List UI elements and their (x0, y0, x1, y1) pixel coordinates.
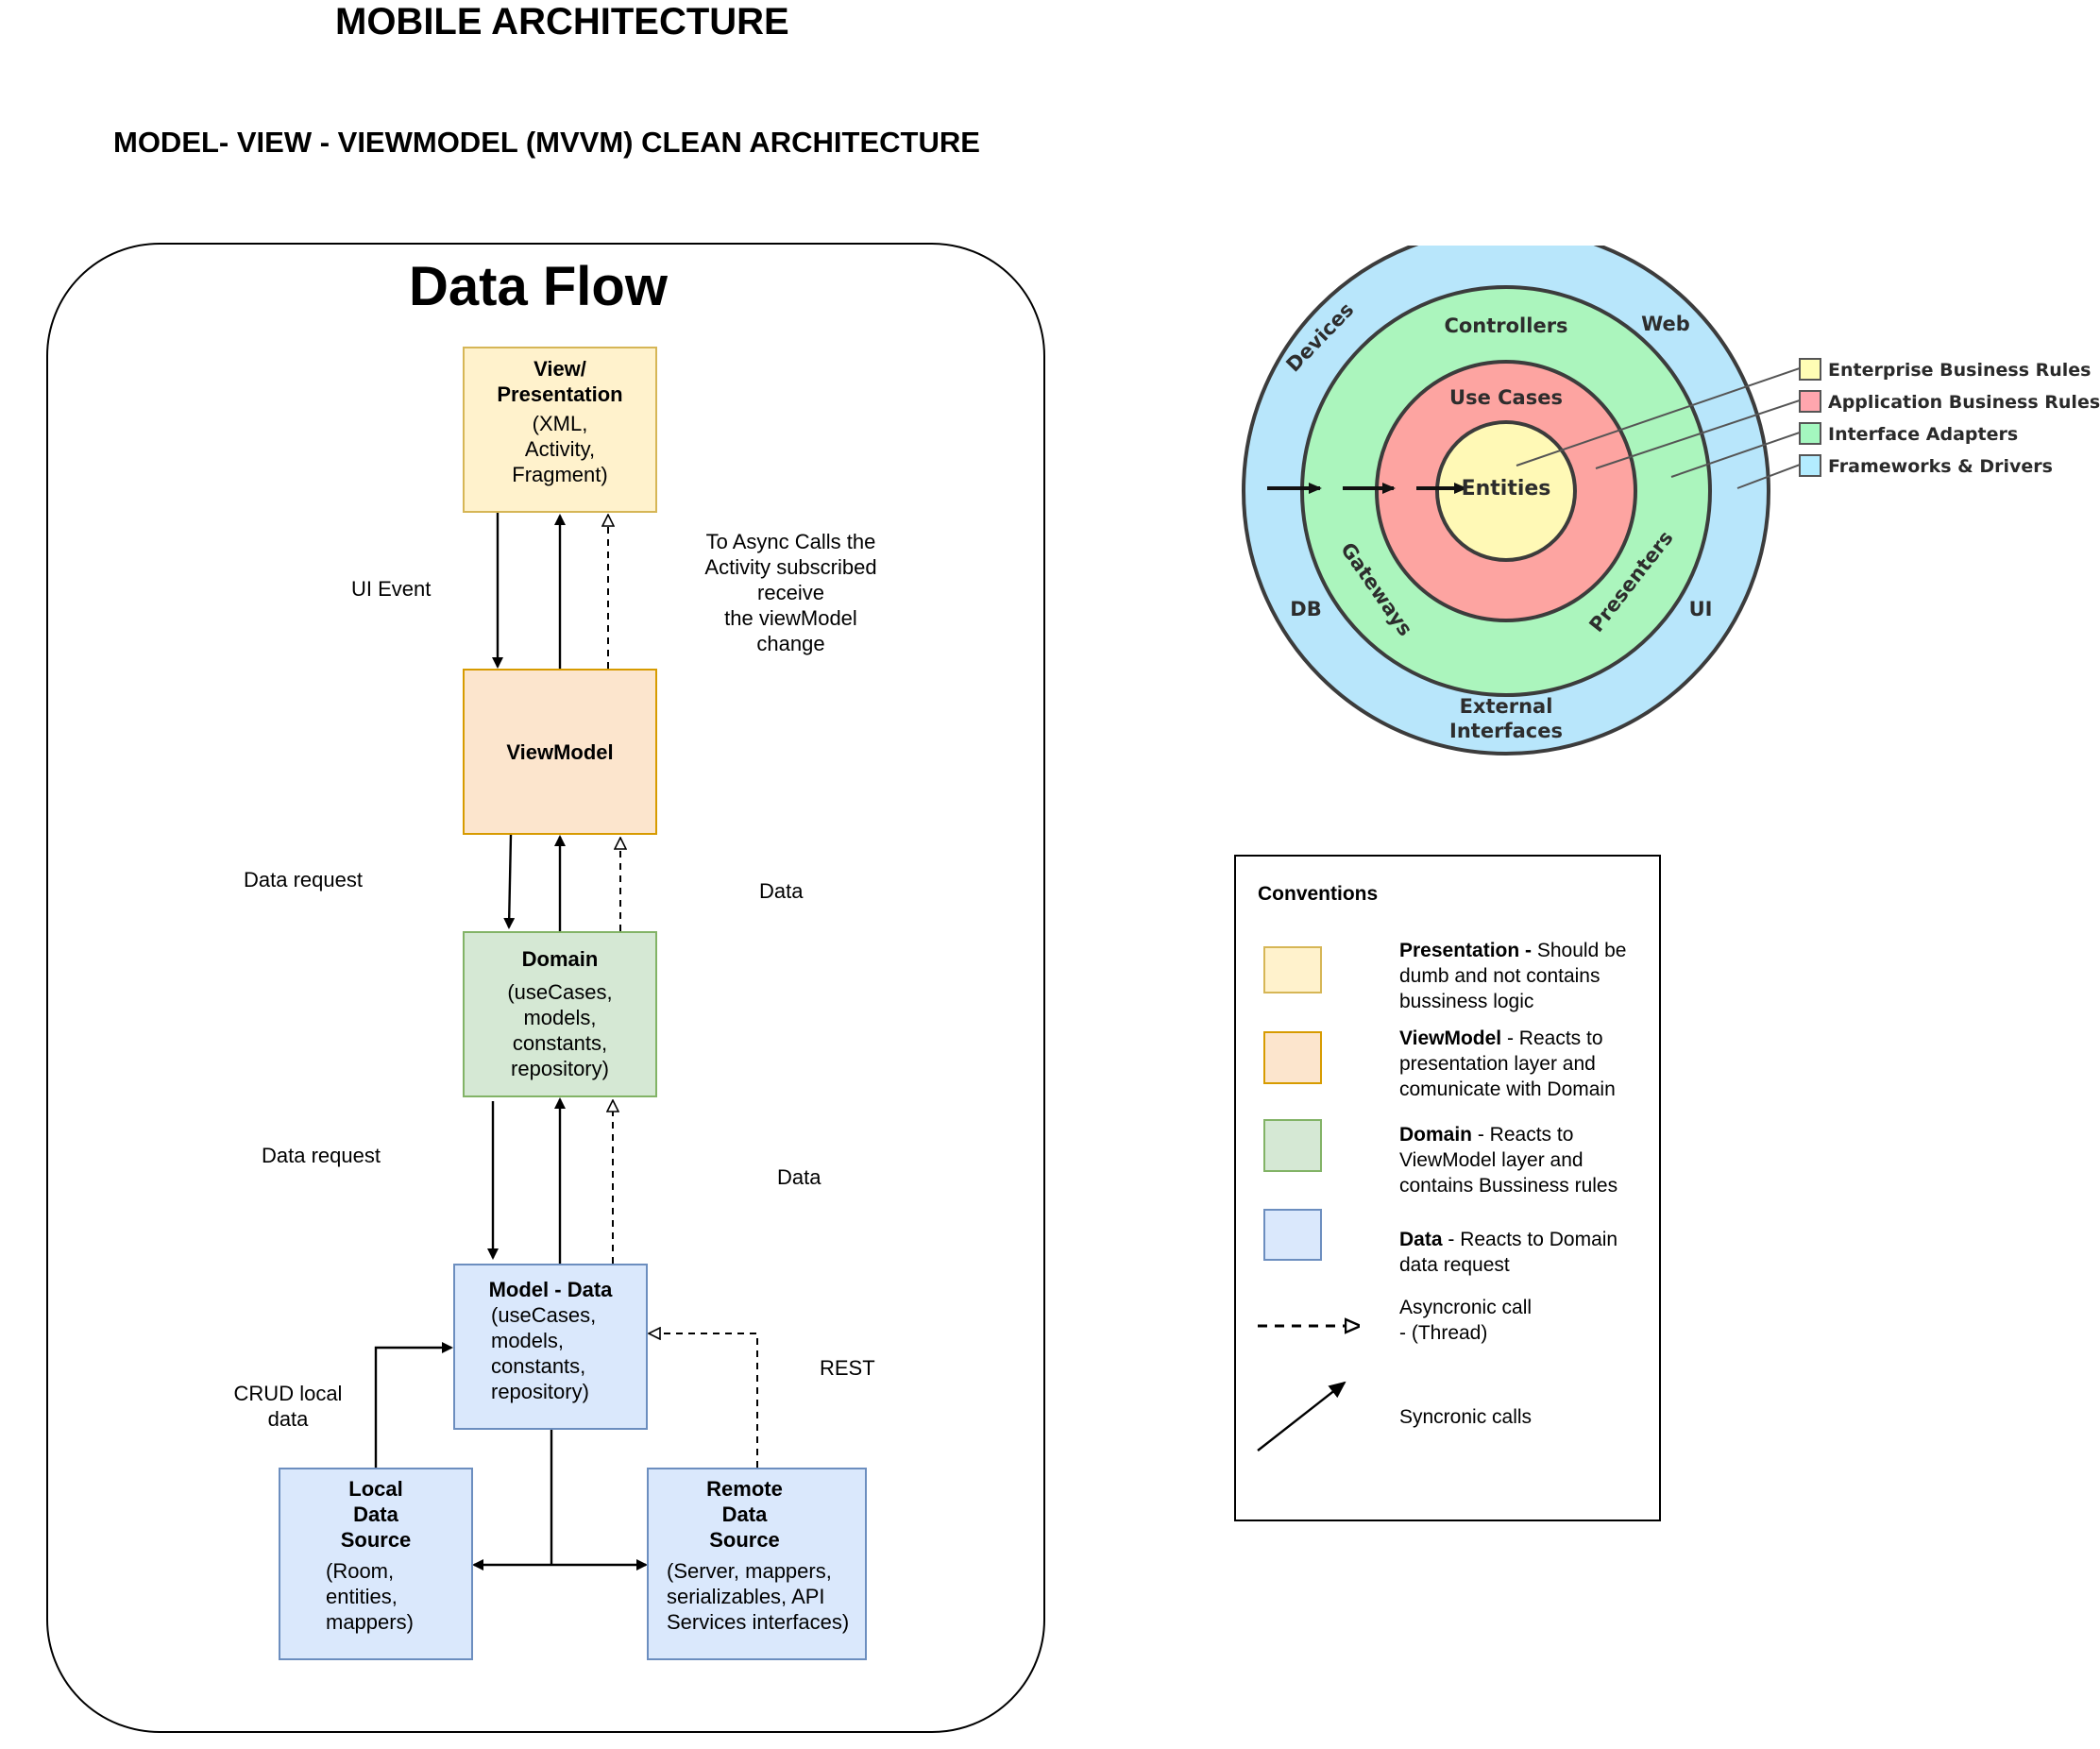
legend-swatch-frameworks (1799, 454, 1821, 477)
swatch-viewmodel (1263, 1031, 1322, 1084)
external-interfaces-label-1: External (1460, 695, 1553, 718)
rest-arrow (650, 1333, 758, 1468)
legend-swatch-application (1799, 390, 1821, 413)
local-box-body: (Room, entities, mappers) (326, 1559, 414, 1634)
ui-label: UI (1689, 598, 1713, 620)
conventions-arrow-samples (1257, 1303, 1360, 1452)
model-data-box: Model - Data (useCases, models, constant… (453, 1264, 648, 1430)
model-box-body: (useCases, models, constants, repository… (491, 1303, 597, 1403)
data-flow-title: Data Flow (409, 256, 668, 317)
data-request-arrow-1 (503, 834, 516, 929)
local-data-source-box: Local Data Source (Room, entities, mappe… (279, 1468, 473, 1660)
use-cases-label: Use Cases (1449, 386, 1563, 409)
page-subtitle: MODEL- VIEW - VIEWMODEL (MVVM) CLEAN ARC… (113, 126, 980, 159)
legend-swatch-adapters (1799, 422, 1821, 445)
convention-presentation: Presentation - Should be dumb and not co… (1399, 940, 1627, 1012)
sync-call-label: Syncronic calls (1399, 1406, 1533, 1428)
clean-architecture-onion: Entities Use Cases Controllers Gateways … (1242, 246, 2100, 756)
async-call-label: Asyncronic call - (Thread) (1399, 1297, 1533, 1344)
viewmodel-box: ViewModel (463, 669, 657, 835)
web-label: Web (1641, 313, 1690, 335)
convention-domain: Domain - Reacts to ViewModel layer and c… (1399, 1124, 1618, 1197)
model-box-title: Model - Data (488, 1278, 613, 1301)
view-presentation-box: View/ Presentation (XML, Activity, Fragm… (463, 347, 657, 513)
rest-label: REST (820, 1356, 875, 1380)
crud-label: CRUD local data (233, 1382, 343, 1431)
convention-data: Data - Reacts to Domain data request (1399, 1229, 1618, 1276)
onion-legend: Enterprise Business Rules Application Bu… (1799, 358, 2100, 477)
crud-arrow (374, 1342, 453, 1468)
legend-swatch-enterprise (1799, 358, 1821, 381)
local-box-title: Local Data Source (340, 1477, 412, 1552)
legend-adapters: Interface Adapters (1828, 424, 2018, 445)
data-label-2: Data (777, 1165, 821, 1189)
remote-data-source-box: Remote Data Source (Server, mappers, ser… (647, 1468, 867, 1660)
swatch-data (1263, 1209, 1322, 1261)
legend-enterprise: Enterprise Business Rules (1828, 360, 2091, 381)
viewmodel-box-title: ViewModel (506, 739, 614, 764)
async-note-label: To Async Calls the Activity subscribed r… (704, 530, 877, 655)
data-flow-container (46, 243, 1045, 1733)
data-request-label-1: Data request (244, 868, 363, 891)
controllers-label: Controllers (1444, 314, 1567, 337)
sync-sample-arrow (1257, 1381, 1346, 1452)
domain-box: Domain (useCases, models, constants, rep… (463, 931, 657, 1097)
domain-box-body: (useCases, models, constants, repository… (507, 980, 613, 1080)
ui-event-label: UI Event (351, 577, 432, 601)
remote-box-body: (Server, mappers, serializables, API Ser… (667, 1559, 850, 1634)
convention-viewmodel: ViewModel - Reacts to presentation layer… (1399, 1027, 1616, 1100)
legend-frameworks: Frameworks & Drivers (1828, 456, 2053, 477)
entities-label: Entities (1462, 477, 1551, 501)
domain-box-title: Domain (521, 947, 599, 971)
data-label-1: Data (759, 879, 804, 903)
view-box-title: View/ Presentation (497, 357, 623, 406)
data-request-label-2: Data request (262, 1144, 381, 1167)
view-box-body: (XML, Activity, Fragment) (512, 412, 608, 486)
legend-application: Application Business Rules (1828, 392, 2100, 413)
swatch-presentation (1263, 946, 1322, 993)
conventions-title: Conventions (1258, 883, 1379, 905)
external-interfaces-label-2: Interfaces (1449, 720, 1563, 742)
remote-box-title: Remote Data Source (706, 1477, 783, 1552)
conventions-panel (1234, 855, 1661, 1521)
swatch-domain (1263, 1119, 1322, 1172)
page-title: MOBILE ARCHITECTURE (335, 1, 789, 42)
db-label: DB (1290, 598, 1321, 620)
